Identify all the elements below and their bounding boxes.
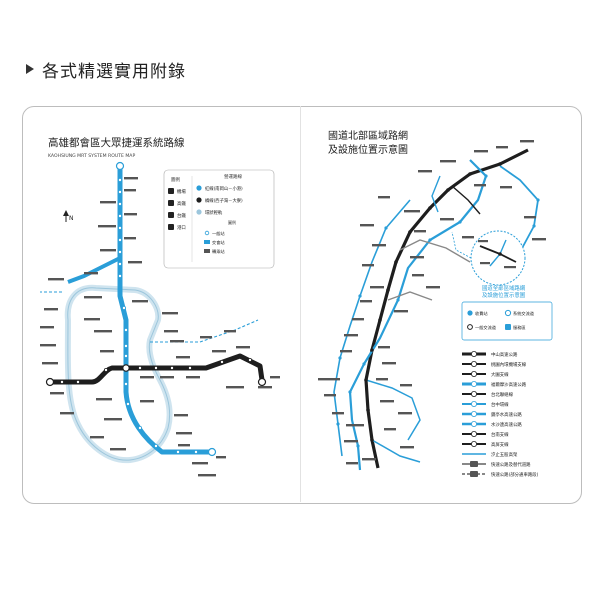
station-interchange-icon	[204, 240, 210, 244]
legend-lines-title: 營運路線	[224, 173, 242, 180]
svg-text:港口: 港口	[177, 224, 186, 231]
svg-text:一般站: 一般站	[212, 230, 225, 237]
freeway-legend: 國道全部區域路網 及設施位置示意圖 收費站 系統交流道 一般交流道 服務區 中山…	[461, 284, 553, 478]
svg-text:橘線(西子灣－大寮): 橘線(西子灣－大寮)	[205, 197, 243, 204]
svg-text:服務區: 服務區	[513, 324, 526, 331]
svg-text:機場: 機場	[177, 188, 186, 195]
interchange-nodes	[364, 162, 502, 442]
legend-title: 圖例	[171, 176, 180, 183]
svg-text:台鐵: 台鐵	[177, 212, 186, 219]
light-rail-badge-icon	[196, 209, 202, 215]
book-spine	[300, 106, 301, 502]
svg-text:N: N	[69, 215, 74, 222]
harbor-icon	[168, 224, 174, 230]
red-line-badge-icon	[196, 185, 202, 191]
svg-text:水沙連高速公路: 水沙連高速公路	[491, 421, 522, 428]
svg-text:台南支線: 台南支線	[491, 431, 509, 438]
svg-text:大園支線: 大園支線	[491, 371, 509, 378]
orange-line-badge-icon	[196, 197, 202, 203]
svg-text:鏡亭水高速公路: 鏡亭水高速公路	[491, 411, 522, 418]
station-transfer-icon	[204, 249, 210, 253]
kaohsiung-legend: 圖例 營運路線 機場 高鐵 台鐵 港口 紅線(南岡山－小港) 橘線(西子灣－大寮…	[163, 169, 275, 269]
svg-text:轉乘站: 轉乘站	[212, 248, 225, 255]
kaohsiung-map-subtitle: KAOHSIUNG MRT SYSTEM ROUTE MAP	[48, 153, 135, 159]
station-label-placeholders	[40, 177, 280, 477]
svg-text:中山高速公路: 中山高速公路	[491, 351, 518, 358]
north-arrow-icon: N	[63, 210, 74, 222]
svg-text:福爾摩沙高速公路: 福爾摩沙高速公路	[491, 381, 527, 388]
legend-title-line1: 國道全部區域路網	[482, 284, 526, 292]
line-terminal-badge	[257, 377, 267, 387]
svg-text:快速公路及替代道路: 快速公路及替代道路	[491, 461, 531, 468]
interchange-station-icon	[122, 364, 130, 372]
line-terminal-badge	[45, 377, 55, 387]
freeway-1-route	[364, 148, 529, 469]
kaohsiung-map-title: 高雄都會區大眾捷運系統路線	[48, 136, 185, 149]
svg-text:快速公路(部分通車路段): 快速公路(部分通車路段)	[491, 471, 539, 478]
toll-station-icon	[467, 310, 473, 316]
svg-text:收費站: 收費站	[475, 310, 488, 317]
station-normal-icon	[204, 230, 210, 236]
section-title: 各式精選實用附錄	[42, 61, 186, 82]
railway-icon	[168, 212, 174, 218]
svg-text:台中環線: 台中環線	[491, 401, 509, 408]
legend-title-line2: 及設施位置示意圖	[482, 291, 525, 299]
line-terminal-badge	[115, 161, 125, 171]
blue-interchange-nodes	[336, 174, 540, 448]
place-label-placeholders	[318, 140, 546, 465]
triangle-bullet-icon	[26, 64, 34, 74]
coastal-expressway-route	[333, 199, 411, 457]
inset-detail-circle	[451, 230, 526, 286]
freeway-map-title-line1: 國道北部區域路網	[328, 129, 408, 142]
svg-text:圖例: 圖例	[228, 219, 236, 225]
general-interchange-icon	[467, 324, 473, 330]
high-speed-rail-icon	[168, 200, 174, 206]
system-interchange-icon	[504, 309, 512, 317]
svg-text:紅線(南岡山－小港): 紅線(南岡山－小港)	[205, 185, 243, 192]
airport-icon	[168, 188, 174, 194]
orange-line-stations	[60, 357, 252, 384]
service-area-icon	[505, 324, 511, 330]
svg-text:系統交流道: 系統交流道	[513, 310, 535, 317]
freeway-map-title-line2: 及設施位置示意圖	[328, 143, 408, 156]
svg-text:汐止五股高架: 汐止五股高架	[491, 451, 518, 458]
svg-text:高屏支線: 高屏支線	[491, 441, 509, 448]
svg-text:一般交流道: 一般交流道	[475, 324, 497, 331]
section-header: 各式精選實用附錄	[26, 56, 186, 82]
svg-text:台北聯絡線: 台北聯絡線	[491, 391, 514, 398]
svg-text:環狀輕軌: 環狀輕軌	[205, 209, 223, 216]
svg-text:高鐵: 高鐵	[177, 200, 186, 207]
road-type-list: 中山高速公路 桃園內環機場支線 大園支線 福爾摩沙高速公路 台北聯絡線 台中環線…	[462, 350, 539, 478]
svg-text:交會站: 交會站	[212, 239, 225, 246]
svg-text:桃園內環機場支線: 桃園內環機場支線	[491, 361, 527, 368]
red-line-stations	[118, 177, 198, 454]
line-terminal-badge	[207, 447, 217, 457]
